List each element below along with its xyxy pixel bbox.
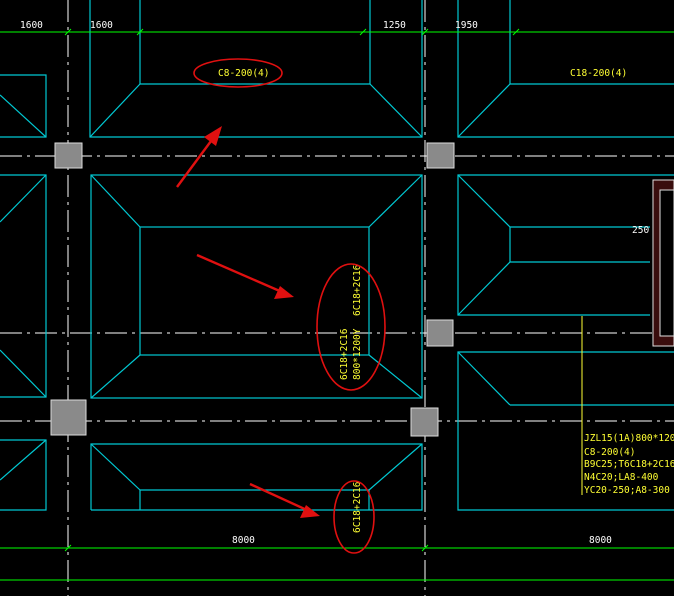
dimension-tick [64,544,72,552]
beam-hatch [90,174,141,228]
highlight-ellipse [193,58,283,88]
wall-section-core [659,189,674,337]
beam-hatch [0,349,47,398]
highlight-ellipse [316,263,386,391]
red-arrow-icon [196,253,294,299]
beam-pocket-top-middle [89,0,423,138]
dimension-tick [359,28,367,36]
beam-outlines [0,0,674,511]
dimension-tick [136,28,144,36]
dimension-tick [421,28,429,36]
dimension-text: 8000 [232,535,255,546]
beam-inner-center [139,226,370,356]
beam-inner-mid-right [509,226,650,263]
dimension-text: 250 [632,225,649,236]
beam-inner-top-middle [139,0,371,85]
highlight-arrows [176,126,320,518]
beam-hatch [90,443,141,491]
beam-hatch [457,351,511,406]
dimension-texts: 1600 1600 1250 1950 8000 8000 250 [20,20,649,546]
annotations: C8-200(4) C18-200(4) 6C18+2C16 6C18+2C16… [218,68,627,533]
beam-hatch [90,354,141,399]
dimension-lines [0,28,674,581]
dimension-text: 1600 [20,20,43,31]
annotation-rebar-bottom-mid[interactable]: 6C18+2C16 [339,328,350,380]
beam-hatch [89,83,141,138]
annotation-section-mid[interactable]: 800*1200Y [352,328,363,380]
beam-pocket-lower-right [457,351,674,511]
beam-hatch [368,443,423,491]
beam-pocket-top-left [0,74,47,138]
beam-hatch [457,83,511,138]
red-arrow-icon [176,126,222,188]
annotation-stirrup-left[interactable]: C8-200(4) [218,68,269,79]
beam-label-line: YC20-250;A8-300 [584,485,670,496]
beam-hatch [457,174,511,228]
column [54,142,83,169]
beam-hatch [369,83,423,138]
dimension-tick [421,544,429,552]
column [50,399,87,436]
columns [50,142,455,437]
beam-hatch [368,174,423,228]
highlight-ellipse [333,480,375,554]
beam-label-line: N4C20;LA8-400 [584,472,659,483]
beam-pocket-center [90,174,423,399]
dimension-text: 8000 [589,535,612,546]
beam-hatch [368,354,423,399]
annotation-stirrup-right[interactable]: C18-200(4) [570,68,627,79]
dimension-tick [64,28,72,36]
beam-pocket-bottom-left [0,439,47,511]
column [426,142,455,169]
beam-hatch [0,94,47,138]
dimension-text: 1950 [455,20,478,31]
beam-hatch [0,439,47,481]
beam-pocket-mid-right [457,174,674,316]
beam-inner-bottom-middle [139,489,370,510]
column [410,407,439,437]
beam-label[interactable]: JZL15(1A)800*1200Y C8-200(4) B9C25;T6C18… [584,433,674,496]
wall-section [652,179,674,347]
annotation-rebar-bottom[interactable]: 6C18+2C16 [352,481,363,533]
dimension-text: 1600 [90,20,113,31]
dimension-text: 1250 [383,20,406,31]
beam-hatch [457,261,511,316]
beam-label-line: C8-200(4) [584,447,635,458]
beam-label-line: B9C25;T6C18+2C16 [584,459,674,470]
dimension-tick [512,28,520,36]
beam-hatch [0,174,47,223]
red-arrow-icon [249,482,320,518]
beam-label-line: JZL15(1A)800*1200Y [584,433,674,444]
column [426,319,454,347]
highlight-marks [193,58,386,554]
beam-pocket-mid-left [0,174,47,398]
annotation-rebar-top-mid[interactable]: 6C18+2C16 [352,264,363,316]
